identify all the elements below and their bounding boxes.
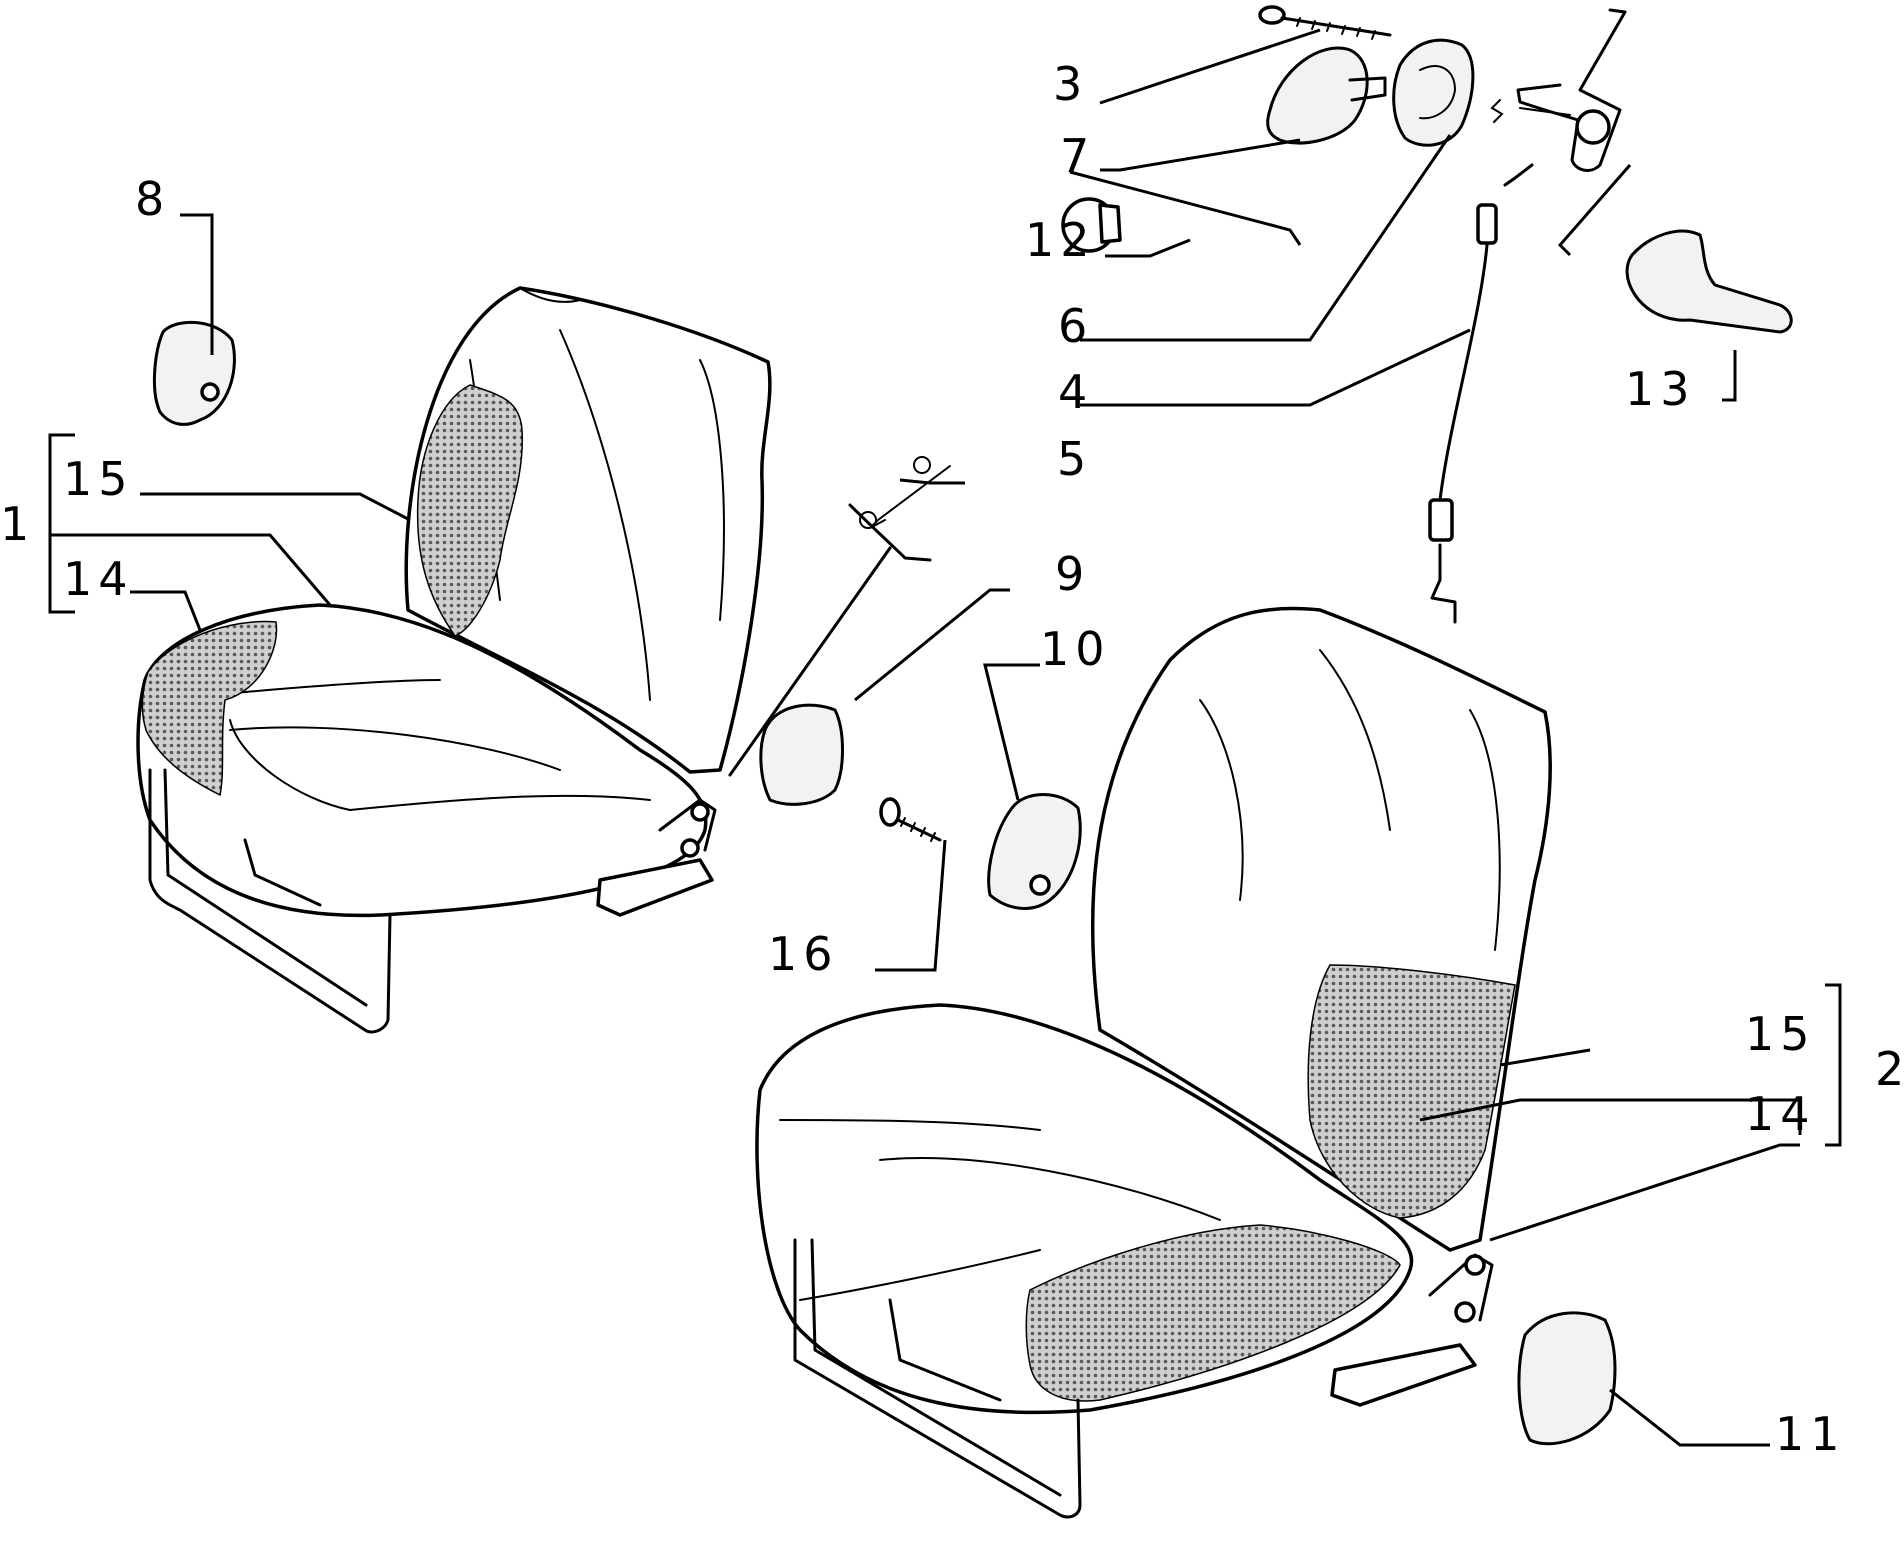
- right-backrest-shaded-area: [1307, 964, 1516, 1219]
- left-seat: [136, 286, 772, 1034]
- callout-2: 2: [1875, 1042, 1904, 1096]
- callout-11: 11: [1775, 1407, 1846, 1461]
- callout-7: 7: [1060, 129, 1095, 183]
- callout-16: 16: [768, 927, 839, 981]
- callout-13: 13: [1625, 362, 1696, 416]
- callout-4: 4: [1058, 365, 1093, 419]
- leader-lines: [48, 28, 1842, 1447]
- callout-8: 8: [135, 172, 170, 226]
- part-12-plug: [1061, 197, 1122, 253]
- part-4-cable: [1428, 163, 1534, 624]
- left-backrest-shaded-area: [416, 384, 524, 637]
- part-5-spring: [728, 456, 951, 777]
- callout-12: 12: [1025, 213, 1096, 267]
- part-7-handle: [1266, 46, 1369, 145]
- callout-5: 5: [1057, 432, 1092, 486]
- left-seat-frame: [148, 768, 392, 1034]
- callout-1: 1: [0, 497, 35, 551]
- callout-15-left: 15: [63, 452, 134, 506]
- left-cushion-shaded-area: [141, 620, 278, 797]
- callout-10: 10: [1040, 622, 1111, 676]
- part-10-side-trim: [987, 793, 1082, 910]
- right-seat-frame: [793, 1238, 1082, 1519]
- callout-14-left: 14: [63, 552, 134, 606]
- callout-6: 6: [1058, 299, 1093, 353]
- part-6-housing: [1392, 38, 1475, 147]
- left-seat-cushion: [136, 603, 708, 918]
- part-8-side-trim: [152, 320, 236, 426]
- callout-14-right: 14: [1745, 1087, 1816, 1141]
- part-9-knob: [759, 703, 844, 806]
- callout-3: 3: [1053, 57, 1088, 111]
- right-cushion-shaded-area: [1025, 1224, 1401, 1402]
- right-seat-rail: [1330, 1343, 1477, 1407]
- callout-9: 9: [1055, 547, 1090, 601]
- part-13-bracket: [1490, 8, 1627, 172]
- callout-15-right: 15: [1745, 1007, 1816, 1061]
- part-16-screw: [879, 797, 942, 842]
- part-3-screw: [1258, 5, 1392, 40]
- part-11-knob: [1517, 1311, 1617, 1446]
- left-seat-rail: [596, 858, 714, 917]
- right-seat: [755, 606, 1552, 1519]
- part-13-lever: [1625, 229, 1793, 334]
